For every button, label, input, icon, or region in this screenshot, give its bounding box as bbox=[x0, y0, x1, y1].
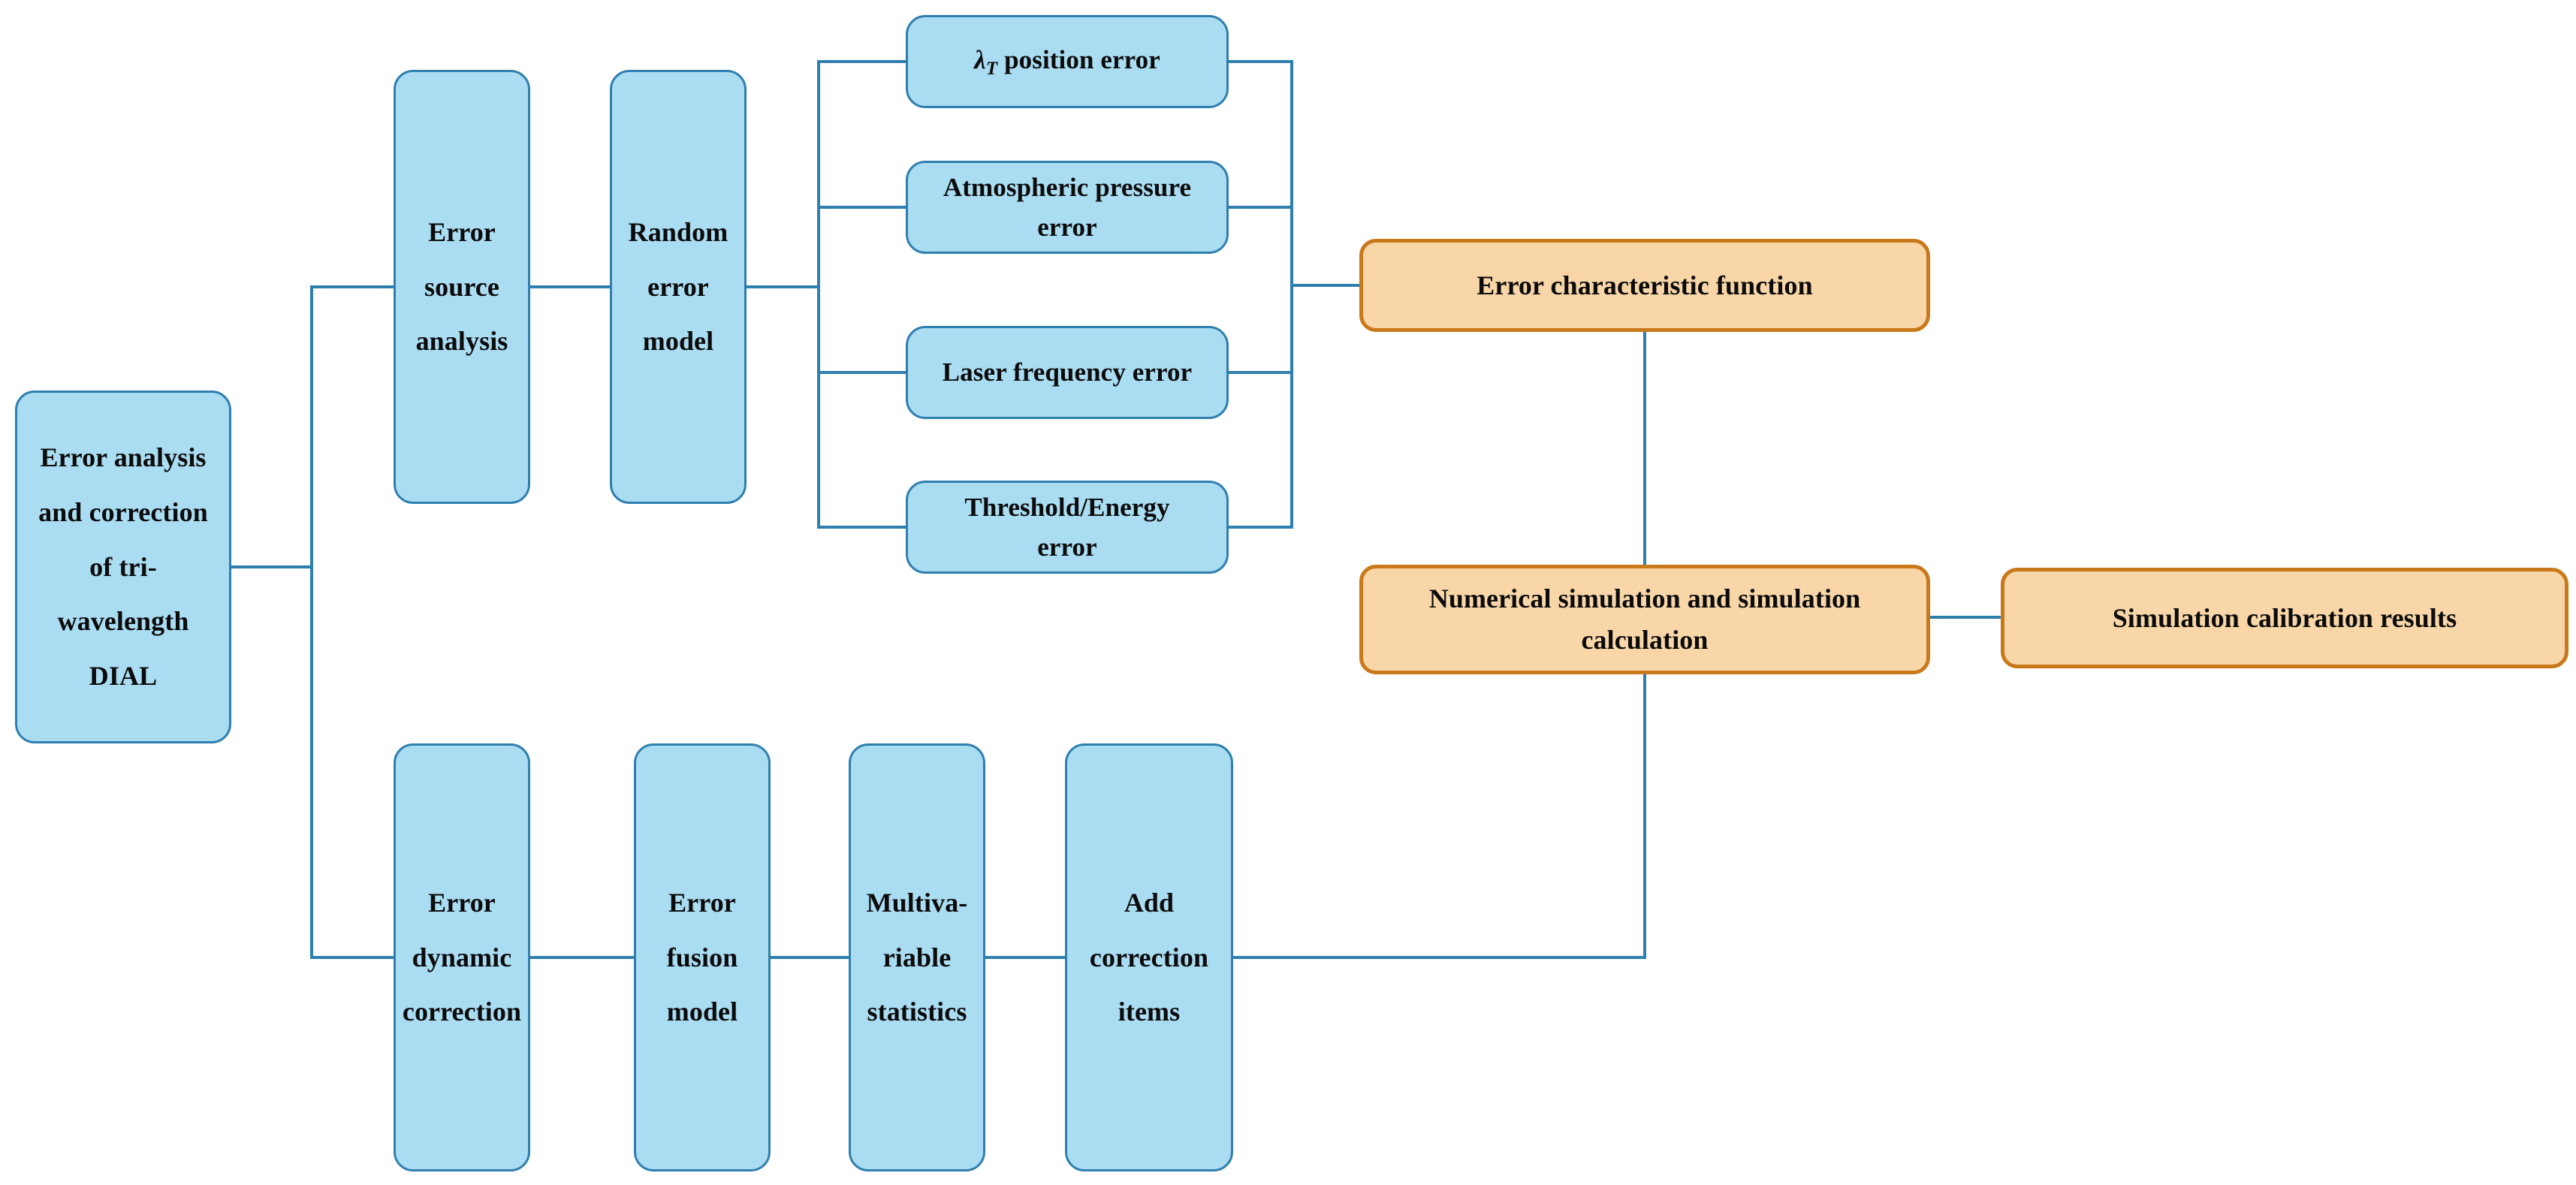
node-simulation-calibration-results[interactable]: Simulation calibration results bbox=[2001, 568, 2568, 668]
node-label: λT position error bbox=[908, 40, 1226, 83]
node-label: Add correction items bbox=[1089, 887, 1209, 1027]
node-lambda-t-position-error[interactable]: λT position error bbox=[906, 15, 1229, 108]
node-label: Simulation calibration results bbox=[2112, 602, 2457, 633]
lambda-subscript: T bbox=[985, 58, 998, 79]
node-label: Error fusion model bbox=[666, 887, 738, 1027]
lambda-symbol: λ bbox=[974, 44, 986, 74]
node-label: Random error model bbox=[628, 216, 728, 357]
lambda-label-suffix: position error bbox=[997, 44, 1160, 74]
node-threshold-energy-error[interactable]: Threshold/Energy error bbox=[906, 481, 1229, 574]
node-laser-frequency-error[interactable]: Laser frequency error bbox=[906, 326, 1229, 419]
node-error-dynamic-correction[interactable]: Error dynamic correction bbox=[394, 743, 530, 1171]
node-random-error-model[interactable]: Random error model bbox=[610, 70, 747, 504]
node-label: Error characteristic function bbox=[1477, 270, 1813, 300]
node-error-fusion-model[interactable]: Error fusion model bbox=[634, 743, 771, 1171]
node-numerical-simulation-and-simulation-calculation[interactable]: Numerical simulation and simulation calc… bbox=[1359, 565, 1930, 674]
node-multivariable-statistics[interactable]: Multiva- riable statistics bbox=[849, 743, 985, 1171]
node-label: Numerical simulation and simulation calc… bbox=[1428, 583, 1861, 655]
node-error-characteristic-function[interactable]: Error characteristic function bbox=[1359, 239, 1930, 332]
node-label: Atmospheric pressure error bbox=[943, 172, 1192, 242]
node-error-source-analysis[interactable]: Error source analysis bbox=[394, 70, 530, 504]
node-label: Error analysis and correction of tri- wa… bbox=[38, 442, 208, 692]
node-add-correction-items[interactable]: Add correction items bbox=[1065, 743, 1233, 1171]
node-label: Threshold/Energy error bbox=[964, 492, 1170, 562]
node-error-analysis-and-correction-of-tri-wavelength-dial[interactable]: Error analysis and correction of tri- wa… bbox=[15, 390, 231, 743]
node-label: Multiva- riable statistics bbox=[866, 887, 968, 1027]
node-label: Error dynamic correction bbox=[402, 887, 522, 1027]
node-label: Error source analysis bbox=[415, 216, 508, 357]
node-label: Laser frequency error bbox=[942, 357, 1193, 387]
node-atmospheric-pressure-error[interactable]: Atmospheric pressure error bbox=[906, 161, 1229, 254]
